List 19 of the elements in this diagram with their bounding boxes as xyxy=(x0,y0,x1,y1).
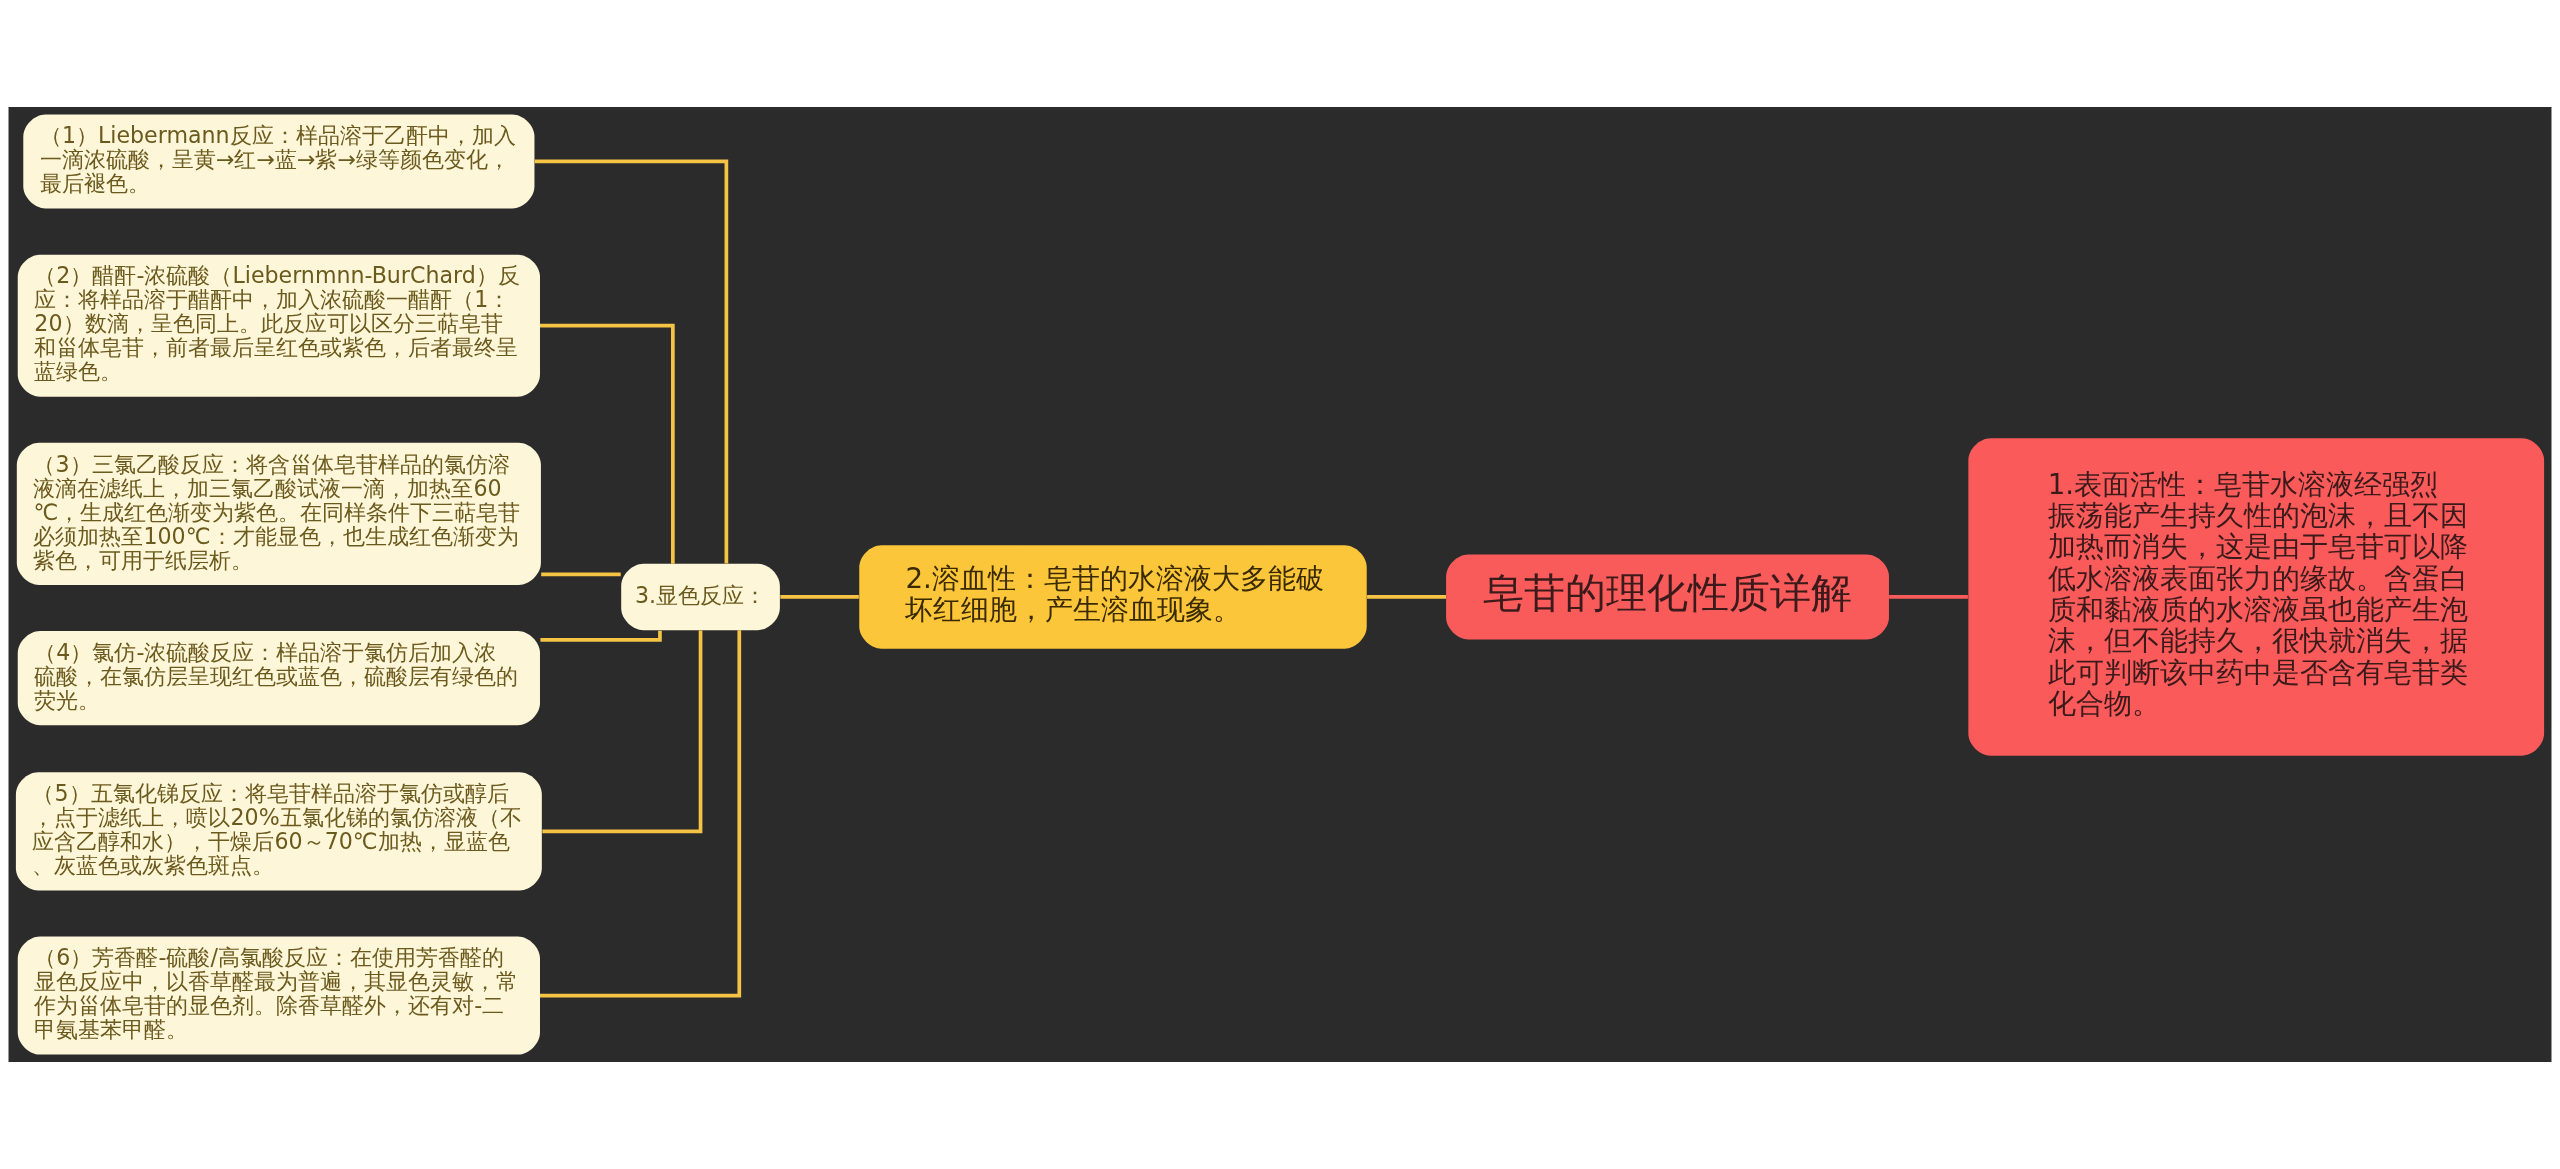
connector xyxy=(1367,595,1446,599)
node-box: 2.溶血性：皂苷的水溶液大多能破坏红细胞，产生溶血现象。 xyxy=(859,545,1367,649)
node-box: 1.表面活性：皂苷水溶液经强烈振荡能产生持久性的泡沫，且不因加热而消失，这是由于皂苷可以降低水溶液表面张力的缘故。含蛋白质和黏液质的水溶液虽也能产生泡沫，但不能持久，很快就消失，据此可判断该中药中是否含有皂苷类化合物。 xyxy=(1968,438,2545,756)
node-box: （2）醋酐-浓硫酸（Liebernmnn-BurChard）反应：将样品溶于醋酐中，加入浓硫酸一醋酐（1：20）数滴，呈色同上。此反应可以区分三萜皂苷和甾体皂苷，前者最后呈红色或紫色，后者最终呈蓝绿色。 xyxy=(17,254,540,397)
node-box: （5）五氯化锑反应：将皂苷样品溶于氯仿或醇后，点于滤纸上，喷以20%五氯化锑的氯仿溶液（不应含乙醇和水），干燥后60～70℃加热，显蓝色、灰蓝色或灰紫色斑点。 xyxy=(15,772,542,891)
connector xyxy=(540,630,742,998)
node-box: （4）氯仿-浓硫酸反应：样品溶于氯仿后加入浓硫酸，在氯仿层呈现红色或蓝色，硫酸层有绿色的荧光。 xyxy=(17,631,540,726)
node-box: （1）Liebermann反应：样品溶于乙酐中，加入一滴浓硫酸，呈黄→红→蓝→紫→绿等颜色变化，最后褪色。 xyxy=(23,114,535,209)
connector xyxy=(541,572,621,577)
node-box: 3.显色反应： xyxy=(621,563,780,631)
node-box: （6）芳香醛-硫酸/高氯酸反应：在使用芳香醛的显色反应中，以香草醛最为普遍，其显色灵敏，常作为甾体皂苷的显色剂。除香草醛外，还有对-二甲氨基苯甲醛。 xyxy=(17,936,540,1055)
node-box: （3）三氯乙酸反应：将含甾体皂苷样品的氯仿溶液滴在滤纸上，加三氯乙酸试液一滴，加热至60℃，生成红色渐变为紫色。在同样条件下三萜皂苷必须加热至100℃：才能显色，也生成红色渐变为紫色，可用于纸层析。 xyxy=(16,442,541,585)
connector xyxy=(540,323,675,564)
connector xyxy=(1889,595,1968,599)
connector xyxy=(542,630,703,834)
connector xyxy=(534,159,729,564)
connector xyxy=(780,595,859,599)
connector xyxy=(540,630,662,642)
node-box: 皂苷的理化性质详解 xyxy=(1446,554,1889,640)
